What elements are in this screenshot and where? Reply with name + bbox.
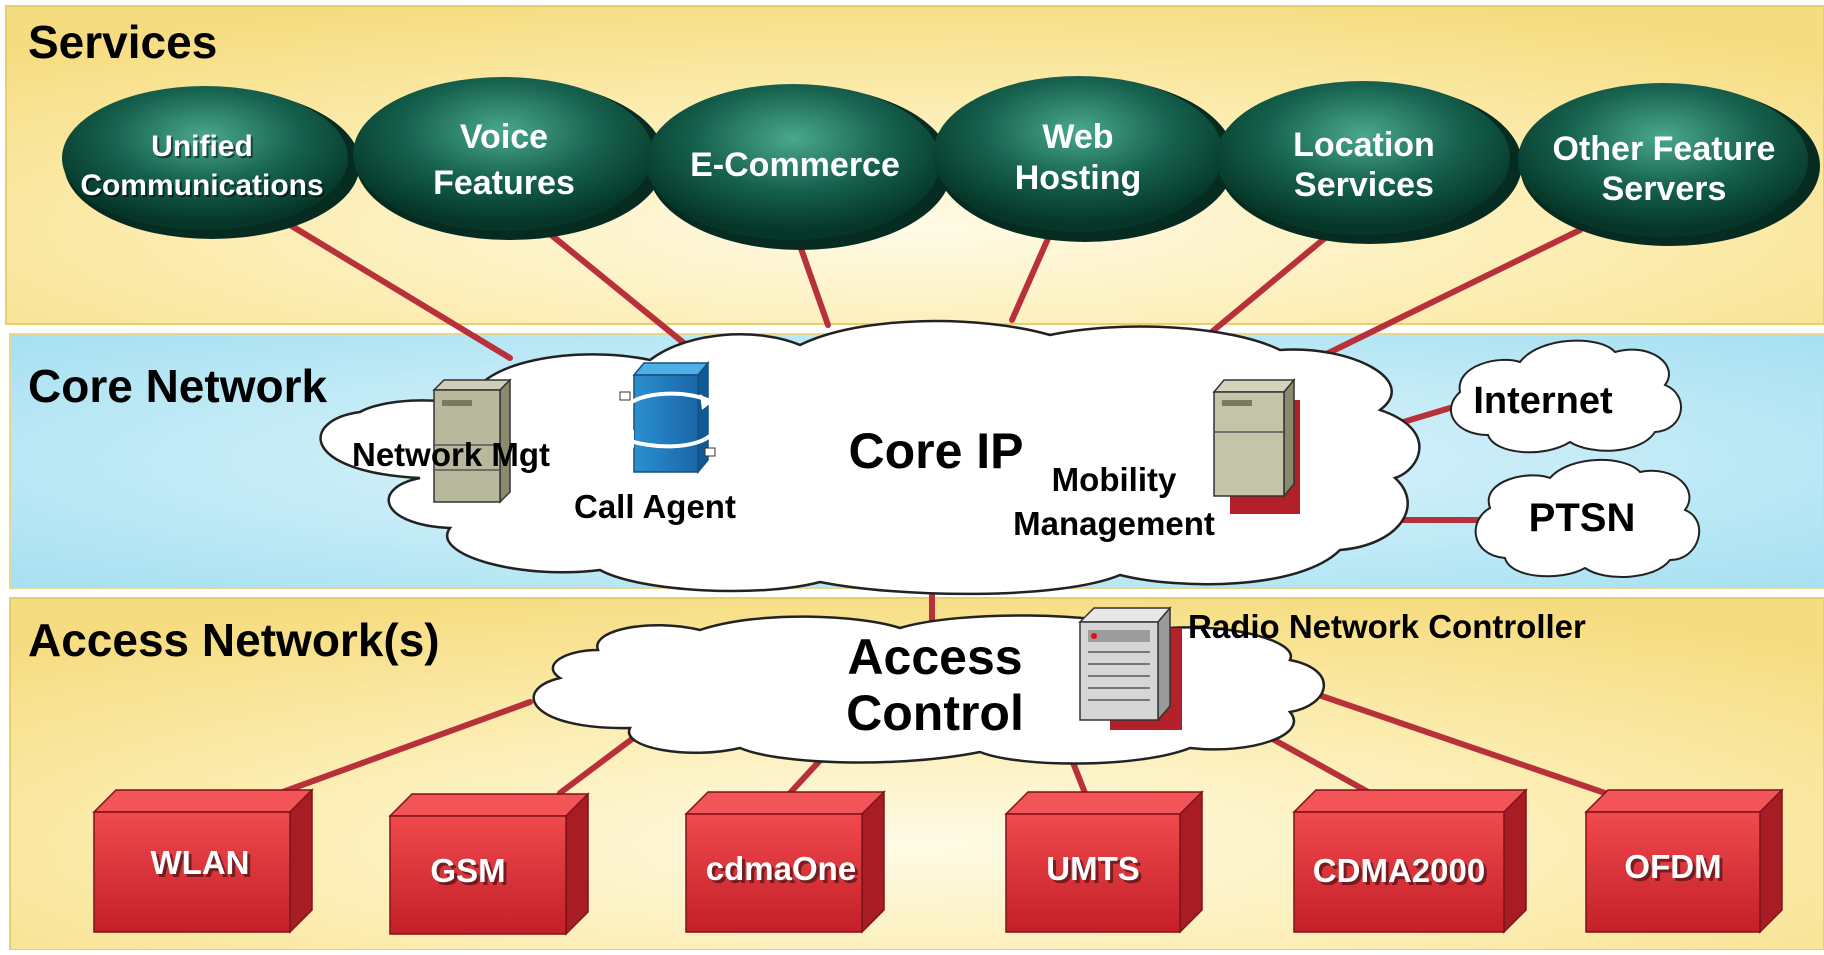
svg-text:Communications: Communications <box>82 171 325 204</box>
svg-text:OFDM: OFDM <box>1624 848 1721 885</box>
access-box-umts: UMTS UMTS <box>1004 790 1204 934</box>
access-box-cdmaone: cdmaOne cdmaOne <box>684 790 886 934</box>
service-voice-features: Voice Features <box>353 77 665 240</box>
access-network-layer-title: Access Network(s) <box>28 614 440 666</box>
internet-label: Internet <box>1473 380 1613 422</box>
svg-text:Location: Location <box>1293 126 1435 164</box>
connector-voice <box>547 231 693 351</box>
access-box-ofdm: OFDM OFDM <box>1584 788 1784 934</box>
svg-text:Hosting: Hosting <box>1015 159 1142 197</box>
svg-text:Features: Features <box>433 164 575 202</box>
service-web-hosting: Web Hosting <box>933 76 1235 242</box>
svg-text:CDMA2000: CDMA2000 <box>1316 855 1488 892</box>
access-control-label-line1: Access <box>847 629 1022 685</box>
access-box-wlan: WLAN WLAN <box>92 788 314 934</box>
service-other-feature-servers: Other Feature Servers <box>1518 83 1820 246</box>
access-box-gsm: GSM GSM <box>388 792 590 936</box>
svg-text:UMTS: UMTS <box>1049 853 1143 890</box>
svg-text:cdmaOne: cdmaOne <box>706 850 856 887</box>
access-control-label-line2: Control <box>846 685 1024 741</box>
radio-network-controller-icon <box>1078 605 1182 730</box>
ptsn-cloud: PTSN <box>1474 458 1701 578</box>
connector-ofdm <box>1307 689 1608 796</box>
service-location-services: Location Services <box>1216 81 1522 244</box>
svg-text:Web: Web <box>1042 118 1113 156</box>
svg-text:Servers: Servers <box>1602 170 1727 208</box>
svg-text:GSM: GSM <box>433 855 508 892</box>
connector-ecommerce <box>795 237 831 328</box>
svg-text:E-Commerce: E-Commerce <box>690 146 900 184</box>
service-unified-communications: Unified Unified Communications Communica… <box>62 86 360 239</box>
access-box-cdma2000: CDMA2000 CDMA2000 <box>1292 788 1528 934</box>
access-network-boxes: WLAN WLAN GSM GSM cdmaOne cdmaOne UMTS U… <box>92 788 1784 936</box>
svg-text:Services: Services <box>1294 166 1434 204</box>
svg-text:CDMA2000: CDMA2000 <box>1313 852 1485 889</box>
core-ip-cloud: Core IP <box>319 319 1421 596</box>
network-mgt-label: Network Mgt <box>352 436 550 473</box>
service-e-commerce: E-Commerce <box>646 84 952 250</box>
svg-text:cdmaOne: cdmaOne <box>709 853 859 890</box>
connector-unified <box>287 222 513 361</box>
service-ellipses: Unified Unified Communications Communica… <box>62 76 1820 250</box>
svg-text:Unified: Unified <box>151 130 253 163</box>
call-agent-switch-icon <box>619 360 716 475</box>
svg-text:OFDM: OFDM <box>1627 851 1724 888</box>
radio-network-controller-label: Radio Network Controller <box>1188 608 1586 645</box>
connector-wlan <box>277 699 533 796</box>
connector-web <box>1009 231 1053 323</box>
svg-text:Communications: Communications <box>80 169 323 202</box>
services-layer-title: Services <box>28 16 217 68</box>
connector-cdma2000 <box>1257 729 1373 796</box>
internet-cloud: Internet <box>1449 339 1682 454</box>
ptsn-label: PTSN <box>1529 496 1636 540</box>
core-network-layer-title: Core Network <box>28 360 327 412</box>
core-ip-label: Core IP <box>848 423 1023 479</box>
svg-text:WLAN: WLAN <box>154 847 253 884</box>
svg-text:Voice: Voice <box>460 118 548 156</box>
svg-text:WLAN: WLAN <box>151 844 250 881</box>
network-mgt-server-icon <box>432 378 512 504</box>
mobility-label-line1: Mobility <box>1052 461 1177 498</box>
svg-text:Other Feature: Other Feature <box>1553 130 1776 168</box>
connector-other <box>1307 227 1583 365</box>
svg-text:UMTS: UMTS <box>1046 850 1140 887</box>
call-agent-label: Call Agent <box>574 488 736 525</box>
connector-lines <box>277 222 1608 796</box>
mobility-management-server-icon <box>1212 377 1300 514</box>
connector-gsm <box>557 730 643 796</box>
svg-text:GSM: GSM <box>430 852 505 889</box>
mobility-label-line2: Management <box>1013 505 1215 542</box>
svg-text:Unified: Unified <box>153 132 255 165</box>
